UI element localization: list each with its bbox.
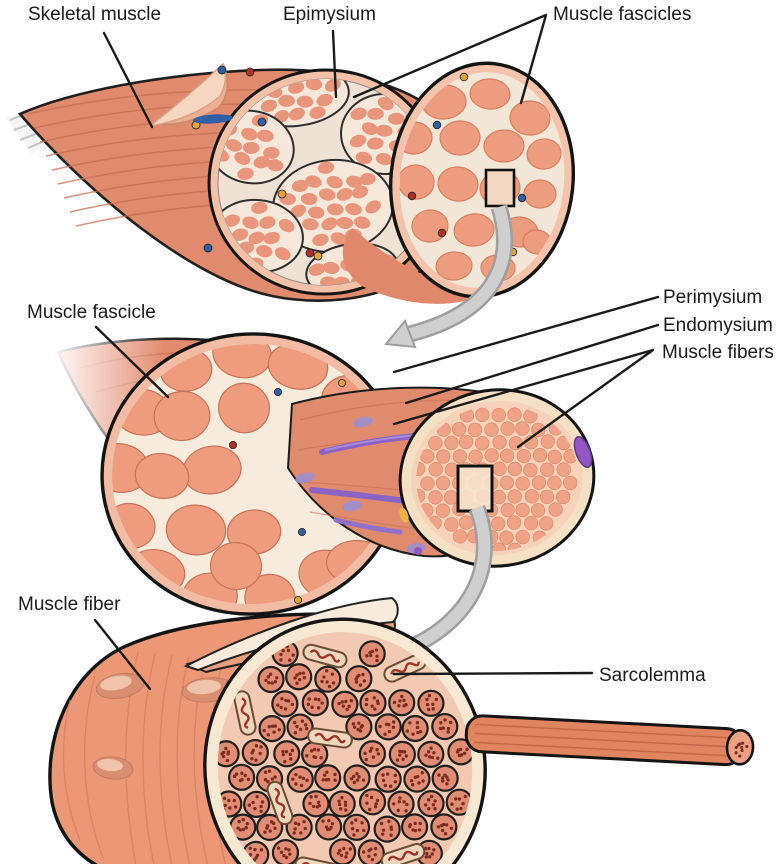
fiber-surface-nuclei [92,672,235,780]
pulled-fascicle-strand [342,228,486,304]
muscle-fibers-pointer [392,348,655,449]
muscle-fascicles-pointer [352,13,548,105]
zoom-region-box-1 [484,168,516,208]
label-muscle-fibers: Muscle fibers [662,342,774,363]
perimysium-pointer [392,295,660,374]
label-perimysium: Perimysium [663,287,762,308]
label-muscle-fascicle: Muscle fascicle [27,302,156,323]
fascicle-illustration [50,330,596,664]
nerve-accent [399,507,409,523]
label-muscle-fascicles: Muscle fascicles [553,4,691,25]
vessel-accent [414,547,422,555]
fiber-nucleus [573,436,593,468]
epimysium-pointer [331,29,338,99]
myofibril-rod [464,714,755,767]
skeletal-muscle-pointer [102,31,154,129]
endomysium-pointer [404,323,660,405]
label-sarcolemma: Sarcolemma [599,665,706,686]
myofibrils-and-mitochondria [212,639,475,864]
label-endomysium: Endomysium [663,315,773,336]
blood-vessel [193,114,233,124]
vessels-and-nerves [191,65,323,261]
zoom-arrow-1 [384,204,513,349]
muscle-fiber-illustration [48,596,755,864]
sarcolemma-pointer [392,671,594,676]
labels: Skeletal muscle Epimysium Muscle fascicl… [18,4,774,686]
label-epimysium: Epimysium [283,4,376,25]
pointer-lines [93,13,660,691]
whole-muscle-illustration [6,61,576,349]
label-muscle-fiber: Muscle fiber [18,594,121,615]
label-skeletal-muscle: Skeletal muscle [28,4,161,25]
fascicle-vessels [228,378,346,605]
muscle-fiber-pointer [93,618,152,691]
zoom-region-box-2 [456,464,494,513]
muscle-fascicle-pointer [94,325,170,399]
epimysium-flap [147,62,227,128]
